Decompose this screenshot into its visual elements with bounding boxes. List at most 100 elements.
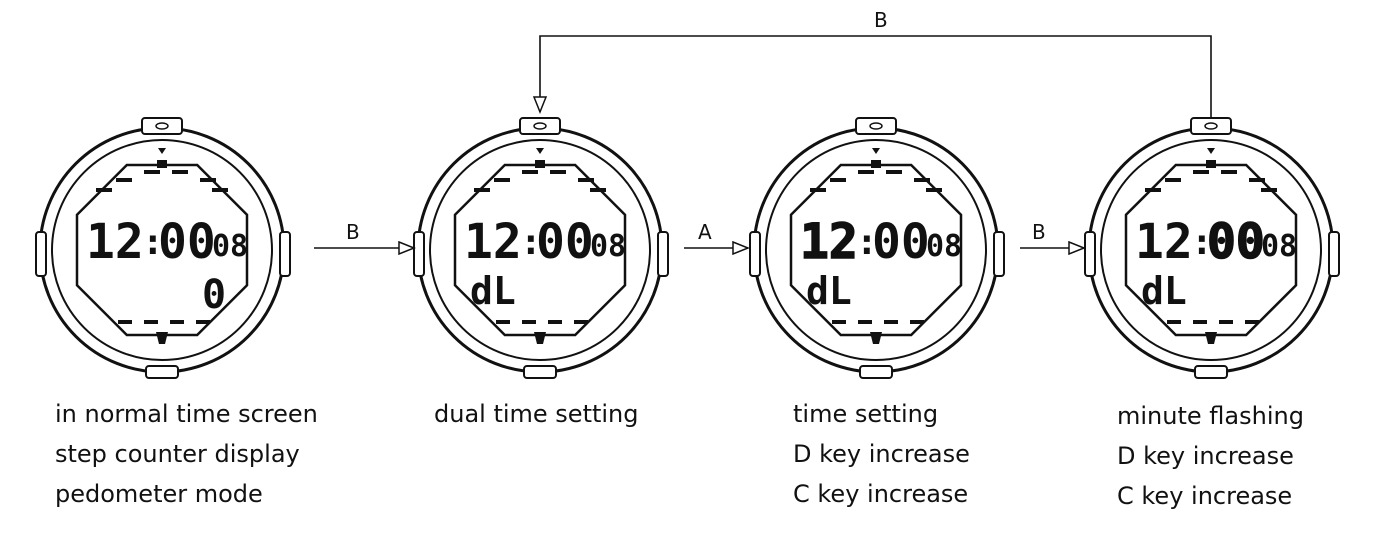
- sub-label: dL: [470, 269, 516, 313]
- segment-dash: [886, 170, 902, 174]
- time-minutes: 00: [1207, 214, 1265, 270]
- segment-dash: [578, 178, 594, 182]
- watch-bezel-inner: [1100, 139, 1322, 361]
- caption-line: C key increase: [1117, 482, 1293, 510]
- segment-dash: [96, 188, 112, 192]
- time-seconds: 08: [590, 229, 626, 264]
- side-button: [993, 231, 1005, 277]
- caption-line: in normal time screen: [55, 400, 318, 428]
- segment-dash: [1167, 320, 1181, 324]
- segment-dash: [196, 320, 210, 324]
- segment-dash: [926, 188, 942, 192]
- segment-dash: [118, 320, 132, 324]
- caption-time-setting: time setting D key increase C key increa…: [793, 394, 970, 514]
- mode-icon: [157, 160, 167, 168]
- arrow-b-loop: [540, 35, 1212, 118]
- segment-dash: [522, 170, 538, 174]
- segment-dash: [574, 320, 588, 324]
- segment-dash: [200, 178, 216, 182]
- display-window: [453, 163, 627, 337]
- segment-dash: [496, 320, 510, 324]
- mode-icon: [871, 160, 881, 168]
- time-minutes: 00: [158, 214, 216, 270]
- top-lug: [1190, 117, 1232, 135]
- side-button: [279, 231, 291, 277]
- arrow-label-b-2: B: [1032, 220, 1046, 244]
- arrow-label-a-1: A: [698, 220, 712, 244]
- mode-indicator-icon: [872, 148, 880, 154]
- time-hours: 12: [464, 214, 522, 270]
- display-window: [75, 163, 249, 337]
- segment-dash: [1221, 170, 1237, 174]
- caption-line: D key increase: [793, 440, 970, 468]
- side-button: [1328, 231, 1340, 277]
- lug-pin: [533, 122, 547, 130]
- display-window: [1124, 163, 1298, 337]
- segment-dash: [1249, 178, 1265, 182]
- mode-icon: [535, 160, 545, 168]
- top-lug: [519, 117, 561, 135]
- time-seconds: 08: [212, 229, 248, 264]
- watch-bezel-inner: [429, 139, 651, 361]
- segment-dash: [590, 188, 606, 192]
- segment-dash: [832, 320, 846, 324]
- time-seconds: 08: [1261, 229, 1297, 264]
- bottom-lug: [523, 365, 557, 379]
- pedometer-icon: [870, 332, 882, 344]
- arrow-label-b-1: B: [346, 220, 360, 244]
- segment-dash: [1145, 188, 1161, 192]
- side-button: [1084, 231, 1096, 277]
- time-seconds: 08: [926, 229, 962, 264]
- watch-bezel-inner: [51, 139, 273, 361]
- caption-line: step counter display: [55, 440, 300, 468]
- time-minutes: 00: [536, 214, 594, 270]
- lug-pin: [869, 122, 883, 130]
- watch-bezel-inner: [765, 139, 987, 361]
- time-hours: 12: [1135, 214, 1193, 270]
- caption-minute-flashing: minute flashing D key increase C key inc…: [1117, 396, 1304, 516]
- sub-label: dL: [806, 269, 852, 313]
- segment-dash: [144, 170, 160, 174]
- pedometer-icon: [534, 332, 546, 344]
- side-button: [413, 231, 425, 277]
- step-count: 0: [202, 272, 226, 318]
- arrow-label-b-loop: B: [874, 8, 888, 32]
- side-button: [749, 231, 761, 277]
- lug-pin: [155, 122, 169, 130]
- segment-dash: [474, 188, 490, 192]
- caption-line: minute flashing: [1117, 402, 1304, 430]
- top-lug: [855, 117, 897, 135]
- mode-indicator-icon: [158, 148, 166, 154]
- caption-line: C key increase: [793, 480, 969, 508]
- caption-line: pedometer mode: [55, 480, 263, 508]
- segment-dash: [144, 320, 158, 324]
- time-colon: :: [856, 222, 878, 263]
- caption-normal-mode: in normal time screen step counter displ…: [55, 394, 318, 514]
- segment-dash: [910, 320, 924, 324]
- mode-indicator-icon: [1207, 148, 1215, 154]
- segment-dash: [810, 188, 826, 192]
- side-button: [657, 231, 669, 277]
- segment-dash: [116, 178, 132, 182]
- caption-line: dual time setting: [434, 400, 639, 428]
- segment-dash: [170, 320, 184, 324]
- segment-dash: [1219, 320, 1233, 324]
- time-colon: :: [142, 222, 164, 263]
- lug-pin: [1204, 122, 1218, 130]
- display-window: [789, 163, 963, 337]
- sub-label: dL: [1141, 269, 1187, 313]
- segment-dash: [858, 320, 872, 324]
- segment-dash: [522, 320, 536, 324]
- segment-dash: [858, 170, 874, 174]
- pedometer-icon: [156, 332, 168, 344]
- mode-indicator-icon: [536, 148, 544, 154]
- time-colon: :: [1191, 222, 1213, 263]
- segment-dash: [550, 170, 566, 174]
- segment-dash: [494, 178, 510, 182]
